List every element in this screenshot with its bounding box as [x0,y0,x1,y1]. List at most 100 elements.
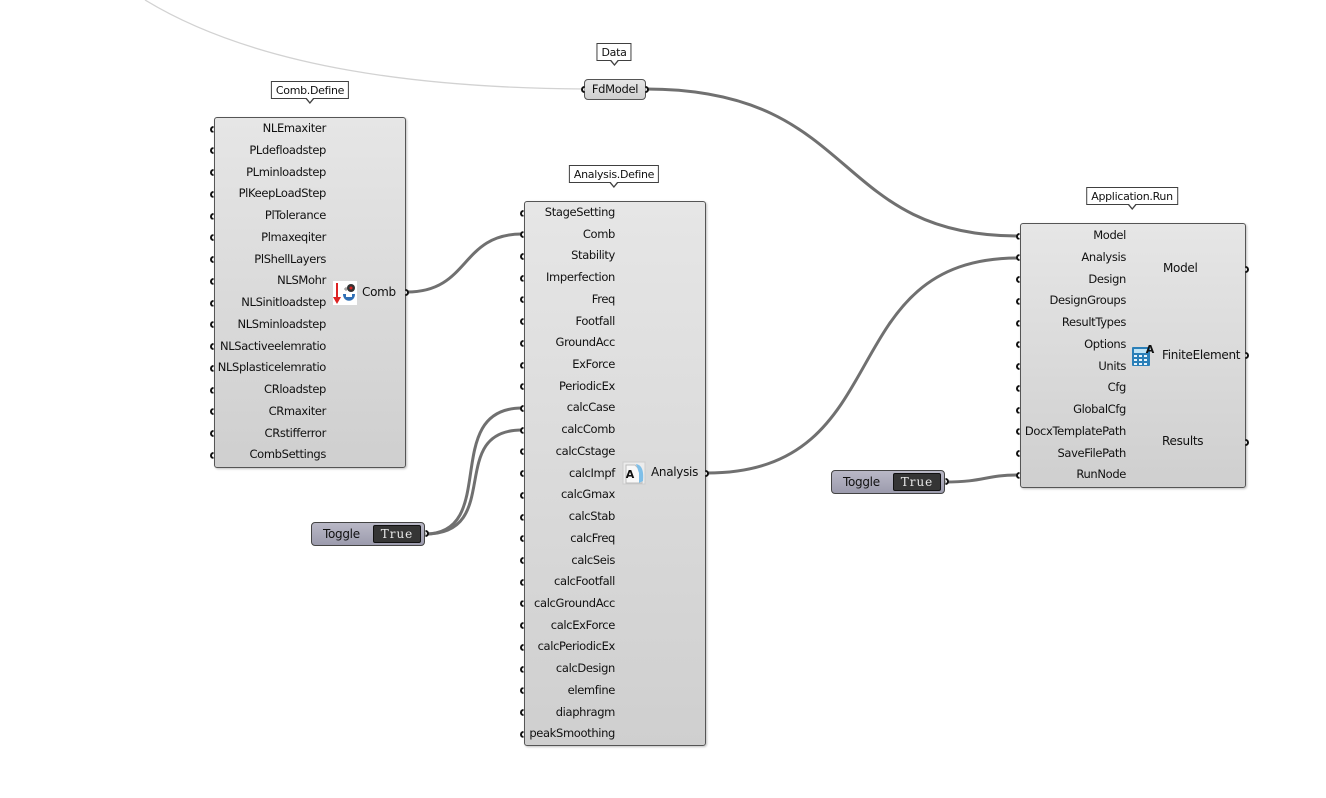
model-output-port[interactable] [1245,266,1249,273]
input-port[interactable] [1016,232,1020,240]
input-port[interactable] [520,383,524,391]
wire-toggle-to-runnode [944,473,1019,484]
input-param-label: peakSmoothing [529,726,615,741]
input-port[interactable] [520,470,524,478]
input-port[interactable] [520,709,524,717]
input-port[interactable] [210,321,214,329]
input-port[interactable] [520,426,524,434]
toggle-value[interactable]: True [893,473,941,491]
input-port[interactable] [520,209,524,217]
comb-output-port[interactable] [405,289,409,296]
input-param-label: NLEmaxiter [262,121,327,135]
wire-offscreen-to-fdmodel [144,0,585,90]
input-port[interactable] [520,578,524,586]
toggle-label: Toggle [843,475,880,489]
input-port[interactable] [520,665,524,673]
fdmodel-input-port[interactable] [581,86,585,93]
input-port[interactable] [520,252,524,260]
input-port[interactable] [520,687,524,695]
input-port[interactable] [520,730,524,738]
input-port[interactable] [520,622,524,630]
input-param-label: calcComb [561,422,615,437]
input-port[interactable] [210,277,214,285]
input-port[interactable] [1016,406,1020,414]
input-port[interactable] [1016,363,1020,370]
input-param-label: GroundAcc [555,335,616,350]
input-param-label: GlobalCfg [1073,402,1126,416]
model-output-label: Model [1163,261,1198,275]
input-port[interactable] [1016,276,1020,283]
input-port[interactable] [520,643,524,651]
wire-toggle-to-calccomb [424,428,523,536]
input-param-label: elemfine [567,682,616,697]
input-param-label: Options [1084,336,1126,351]
input-param-label: Footfall [575,313,616,328]
results-output-port[interactable] [1245,439,1249,446]
input-port[interactable] [520,404,524,412]
input-param-label: calcFootfall [554,574,615,589]
input-port[interactable] [1016,341,1020,349]
finite-element-output-port[interactable] [1245,352,1249,359]
input-port[interactable] [520,448,524,456]
input-port[interactable] [210,169,214,176]
input-port[interactable] [520,600,524,608]
toggle-output-port[interactable] [425,530,429,537]
fdmodel-param[interactable]: FdModel [581,79,649,100]
input-port[interactable] [520,535,524,543]
input-port[interactable] [520,513,524,521]
boolean-toggle-runnode[interactable]: Toggle True [831,470,949,494]
input-port[interactable] [210,386,214,394]
input-port[interactable] [1016,297,1020,305]
comb-define-tag: Comb.Define [270,81,350,104]
toggle-value[interactable]: True [373,525,421,543]
svg-text:A: A [1146,343,1155,356]
input-port[interactable] [210,234,214,242]
input-port[interactable] [1016,319,1020,327]
boolean-toggle-analysis[interactable]: Toggle True [311,522,429,546]
input-port[interactable] [210,343,214,350]
input-port[interactable] [520,491,524,499]
wire-toggle-to-calccase [424,406,523,536]
input-port[interactable] [210,364,214,372]
fdmodel-label: FdModel [591,82,639,96]
input-port[interactable] [1016,428,1020,436]
input-port[interactable] [520,339,524,347]
input-param-label: diaphragm [555,704,616,719]
analysis-document-icon: A [622,461,646,485]
input-param-label: PlTolerance [264,208,326,222]
input-port[interactable] [1016,450,1020,457]
input-port[interactable] [210,430,214,437]
input-param-label: DocxTemplatePath [1024,423,1127,438]
input-port[interactable] [1016,254,1020,262]
fdmodel-output-port[interactable] [645,86,649,93]
input-port[interactable] [210,147,214,155]
finite-element-output-label: FiniteElement [1162,348,1241,362]
input-param-label: ResultTypes [1061,315,1126,329]
input-port[interactable] [210,256,214,263]
input-port[interactable] [210,408,214,416]
input-port[interactable] [520,318,524,326]
input-param-label: calcFreq [570,530,615,545]
input-port[interactable] [210,125,214,133]
input-port[interactable] [210,190,214,198]
input-port[interactable] [520,274,524,282]
comb-output-label: Comb [362,285,396,299]
input-port[interactable] [210,299,214,307]
input-port[interactable] [520,557,524,565]
input-param-label: ExForce [572,357,615,372]
input-port[interactable] [1016,471,1020,479]
analysis-output-port[interactable] [705,470,709,477]
input-param-label: PeriodicEx [559,378,615,393]
input-port[interactable] [1016,384,1020,392]
input-port[interactable] [210,212,214,220]
input-port[interactable] [210,451,214,459]
toggle-output-port[interactable] [945,478,949,485]
input-param-label: Stability [571,248,615,263]
input-param-label: PLdefloadstep [249,142,326,157]
input-port[interactable] [520,296,524,304]
input-port[interactable] [520,361,524,369]
input-port[interactable] [520,231,524,239]
